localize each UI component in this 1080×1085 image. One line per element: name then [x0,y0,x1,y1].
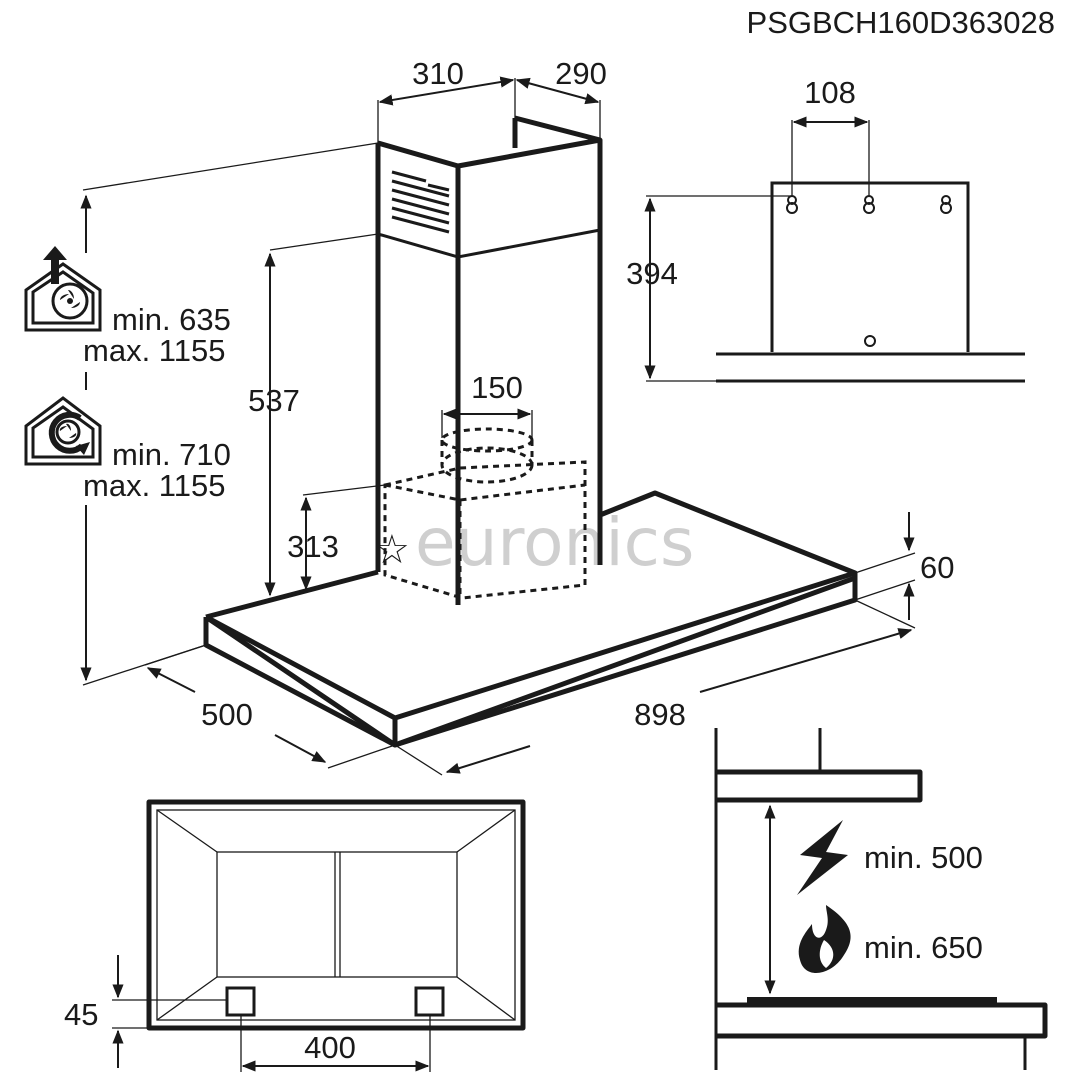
dim-label-108: 108 [804,75,856,110]
extraction-max-label: max. 1155 [83,333,225,368]
bottom-view-drawing [146,799,526,1031]
dim-label-313: 313 [287,529,339,564]
filter-right [414,986,445,1017]
clearance-drawing [714,728,1048,1070]
motor-box [383,427,587,600]
dim-line-500-top [146,667,196,693]
dim-label-150: 150 [471,370,523,405]
dim-line-290 [515,77,600,105]
house-extraction-icon [24,246,102,332]
recirculation-max-label: max. 1155 [83,468,225,503]
dim-label-394: 394 [626,256,678,291]
dim-line-310 [378,76,515,106]
mounting-bracket-drawing [716,181,1025,383]
filter-left [225,986,256,1017]
chimney-section-line [377,228,601,259]
dim-label-310: 310 [412,56,464,91]
dim-line-898-left [445,745,531,774]
keyhole-icon [786,195,798,214]
hob-surface [747,997,997,1005]
dim-label-500: 500 [201,697,253,732]
dim-line-500-bottom [274,734,327,763]
watermark-text: euronics [415,504,694,581]
flame-icon [798,905,851,973]
dim-label-45: 45 [64,997,98,1032]
dim-label-290: 290 [555,56,607,91]
recirculation-min-label: min. 710 [112,437,231,472]
screw-hole-icon [864,335,876,347]
vent-slots [391,170,450,234]
dim-label-537: 537 [248,383,300,418]
keyhole-icon [863,195,875,214]
dim-line-898-right [699,628,913,693]
dim-label-60: 60 [920,550,954,585]
chimney-top [377,137,603,565]
dim-label-898: 898 [634,697,686,732]
house-recirculation-icon [24,396,102,466]
extraction-min-label: min. 635 [112,302,231,337]
keyhole-icon [940,195,952,214]
model-code: PSGBCH160D363028 [747,5,1055,40]
hood-drawing [203,115,858,748]
canopy-top-edge [204,570,856,721]
chimney-back-edge [514,115,601,143]
gas-clearance-label: min. 650 [864,930,983,965]
lightning-icon [797,820,848,895]
dim-label-400: 400 [304,1030,356,1065]
electric-clearance-label: min. 500 [864,840,983,875]
